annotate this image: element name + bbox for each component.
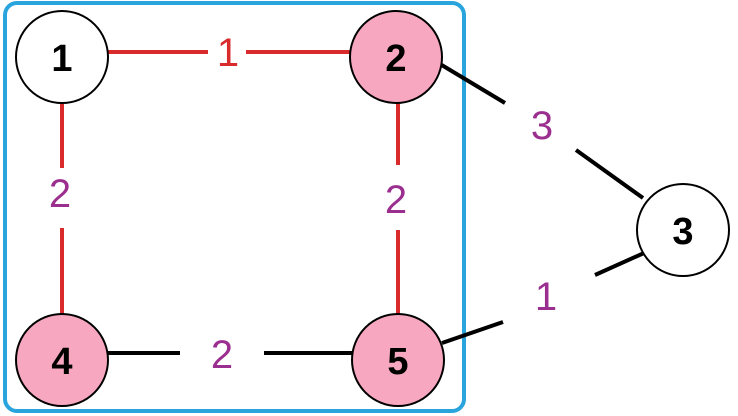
node-2-label: 2 xyxy=(385,38,406,80)
node-3: 3 xyxy=(636,183,730,277)
edge-weight-1-2: 1 xyxy=(217,31,239,75)
edge-4-5: 2 xyxy=(108,333,352,377)
node-3-circle xyxy=(636,183,730,277)
node-1-label: 1 xyxy=(51,38,72,80)
edge-1-2: 1 xyxy=(108,31,350,75)
node-2: 2 xyxy=(349,10,443,104)
edge-weight-5-3: 1 xyxy=(535,275,557,319)
node-5-label: 5 xyxy=(387,341,408,383)
node-4-label: 4 xyxy=(51,341,72,383)
edge-weight-4-5: 2 xyxy=(211,333,233,377)
edge-2-3-segment xyxy=(574,148,645,200)
node-1: 1 xyxy=(15,10,109,104)
edge-weight-1-4: 2 xyxy=(49,172,71,216)
edge-2-3: 3 xyxy=(438,62,645,200)
node-5-circle xyxy=(351,313,445,407)
edge-5-3-segment xyxy=(594,251,645,277)
edge-weight-2-5: 2 xyxy=(385,178,407,222)
node-1-circle xyxy=(15,10,109,104)
edge-2-5: 2 xyxy=(385,102,407,314)
edge-2-3-segment xyxy=(438,62,507,105)
node-2-circle xyxy=(349,10,443,104)
node-4-circle xyxy=(15,313,109,407)
edge-weight-2-3: 3 xyxy=(531,104,553,148)
selection-frame xyxy=(3,1,466,413)
node-5: 5 xyxy=(351,313,445,407)
edge-5-3-segment xyxy=(441,320,504,345)
edge-1-4: 2 xyxy=(49,102,71,314)
edge-5-3: 1 xyxy=(441,251,645,345)
node-3-label: 3 xyxy=(672,211,693,253)
node-4: 4 xyxy=(15,313,109,407)
